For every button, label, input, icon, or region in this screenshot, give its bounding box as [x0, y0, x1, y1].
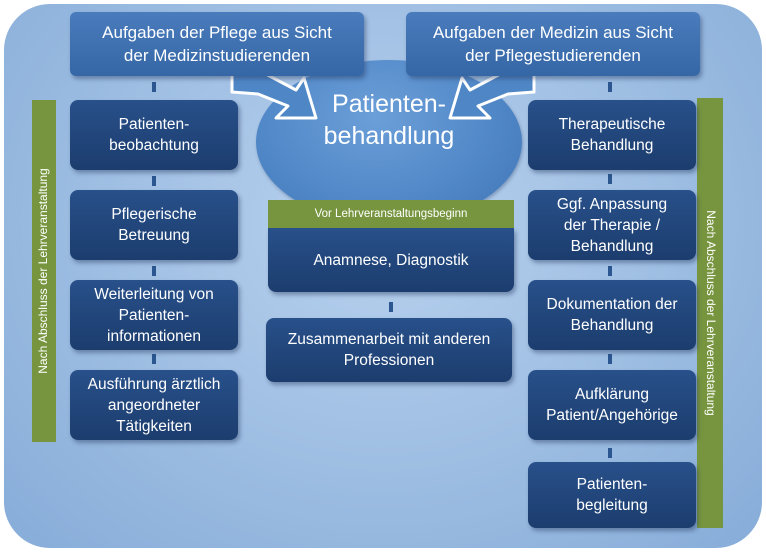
before-course-label: Vor Lehrveranstaltungsbeginn: [268, 200, 514, 228]
center-box-label: Anamnese, Diagnostik: [313, 251, 469, 269]
right-box-patient-escort: Patienten- begleitung: [528, 462, 696, 528]
right-box-label: Dokumentation der Behandlung: [546, 296, 678, 334]
medicine-tasks-header: Aufgaben der Medizin aus Sicht der Pfleg…: [406, 12, 700, 76]
medicine-tasks-title: Aufgaben der Medizin aus Sicht der Pfleg…: [432, 23, 674, 65]
connector: [152, 176, 156, 186]
right-box-label: Patienten- begleitung: [576, 476, 648, 514]
connector: [152, 82, 156, 92]
center-box-label: Zusammenarbeit mit anderen Professionen: [287, 331, 491, 369]
right-box-label: Ggf. Anpassung der Therapie / Behandlung: [556, 195, 668, 255]
connector: [608, 174, 612, 184]
nursing-tasks-title: Aufgaben der Pflege aus Sicht der Medizi…: [102, 23, 332, 65]
left-side-label: Nach Abschluss der Lehrveranstaltung: [36, 168, 50, 374]
left-box-forwarding-info: Weiterleitung von Patienten- information…: [70, 280, 238, 350]
connector: [152, 266, 156, 276]
left-box-patient-observation: Patienten- beobachtung: [70, 100, 238, 170]
left-box-label: Pflegerische Betreuung: [111, 206, 197, 244]
connector: [608, 266, 612, 276]
right-box-label: Aufklärung Patient/Angehörige: [546, 386, 678, 424]
center-box-anamnesis: Anamnese, Diagnostik: [268, 228, 514, 292]
right-box-label: Therapeutische Behandlung: [558, 116, 666, 154]
left-box-nursing-care: Pflegerische Betreuung: [70, 190, 238, 260]
right-box-information: Aufklärung Patient/Angehörige: [528, 370, 696, 440]
right-box-therapy-adjustment: Ggf. Anpassung der Therapie / Behandlung: [528, 190, 696, 260]
right-box-therapeutic-treatment: Therapeutische Behandlung: [528, 100, 696, 170]
connector: [389, 302, 393, 312]
left-box-medical-tasks: Ausführung ärztlich angeordneter Tätigke…: [70, 370, 238, 440]
left-box-label: Ausführung ärztlich angeordneter Tätigke…: [87, 375, 221, 435]
connector: [608, 448, 612, 458]
center-box-collaboration: Zusammenarbeit mit anderen Professionen: [266, 318, 512, 382]
connector: [152, 354, 156, 364]
left-box-label: Patienten- beobachtung: [109, 116, 199, 154]
connector: [608, 354, 612, 364]
left-box-label: Weiterleitung von Patienten- information…: [94, 285, 214, 345]
right-side-label: Nach Abschluss der Lehrveranstaltung: [704, 210, 718, 416]
left-side-bar: [32, 100, 56, 442]
circle-label: Patienten- behandlung: [323, 90, 455, 150]
connector: [608, 82, 612, 92]
right-arrow-icon: [448, 68, 536, 120]
right-box-documentation: Dokumentation der Behandlung: [528, 280, 696, 350]
left-arrow-icon: [230, 68, 318, 120]
nursing-tasks-header: Aufgaben der Pflege aus Sicht der Medizi…: [70, 12, 364, 76]
right-side-bar: [697, 98, 723, 528]
